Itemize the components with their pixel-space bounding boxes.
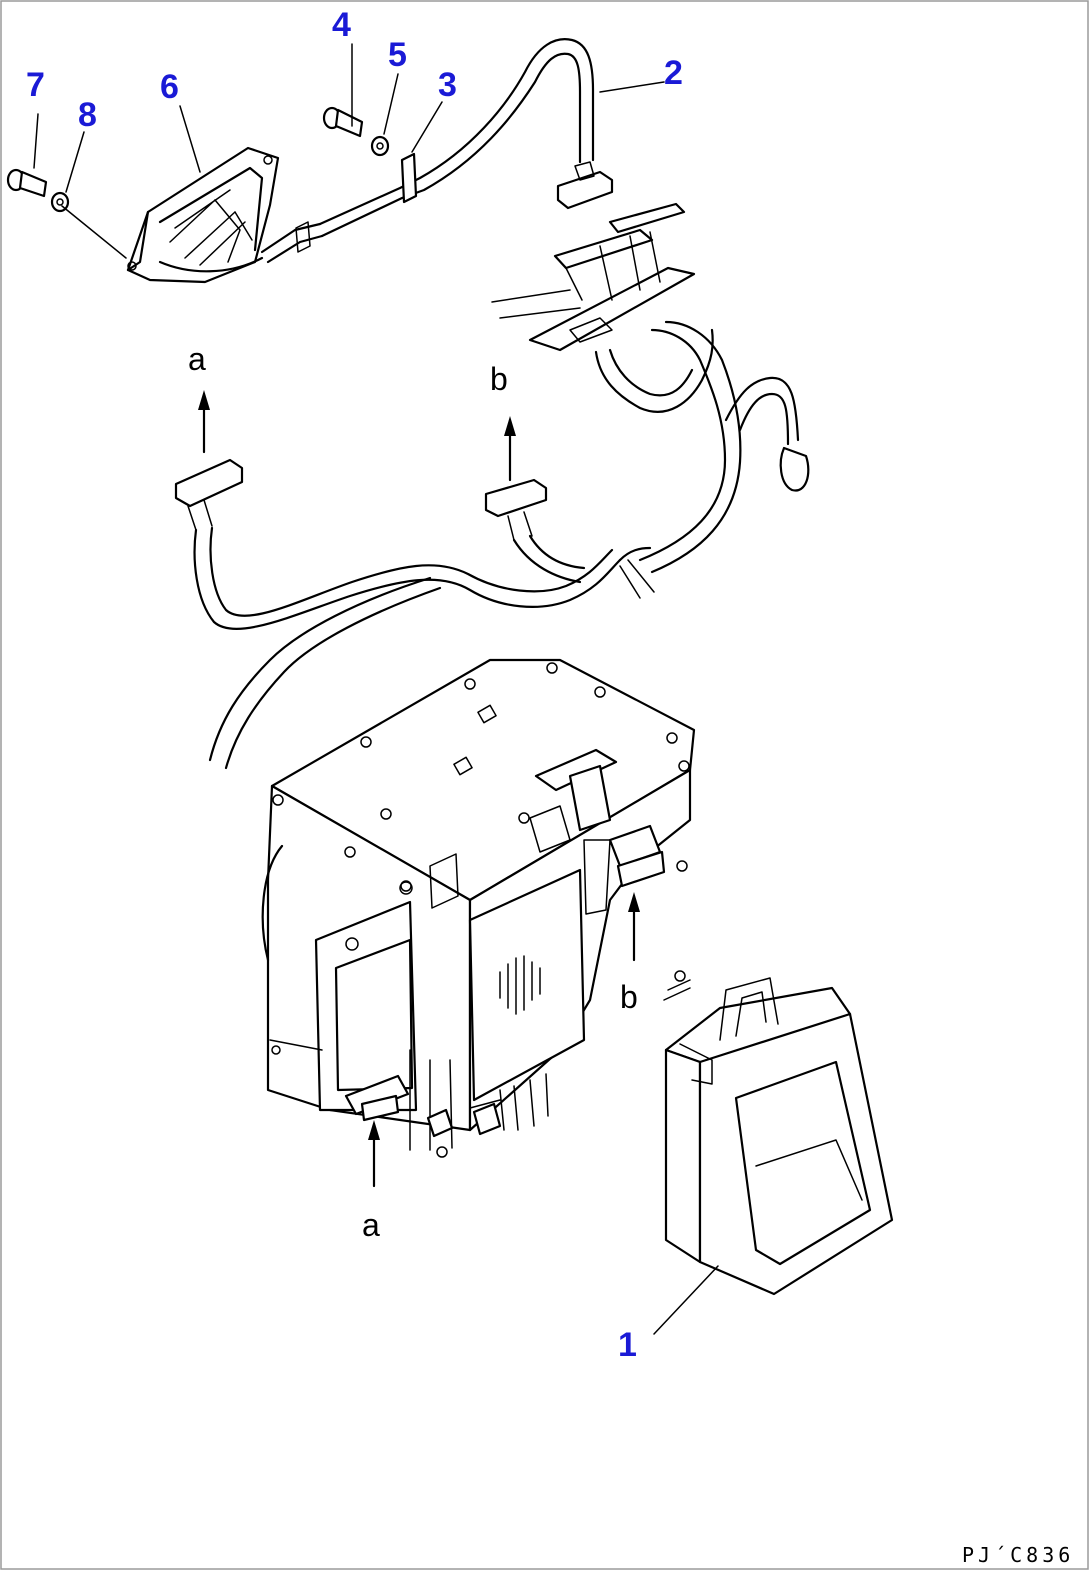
callout-2: 2 xyxy=(664,54,683,92)
connector-cluster xyxy=(491,202,810,599)
bolt-part-7 xyxy=(6,168,48,198)
callout-4: 4 xyxy=(332,6,351,44)
callout-6: 6 xyxy=(160,68,179,106)
duct-cover-part-1 xyxy=(664,977,894,1296)
connection-label-a-upper: a xyxy=(188,341,206,377)
switch-bracket-assembly xyxy=(126,146,324,284)
callout-1: 1 xyxy=(618,1326,637,1364)
connection-label-a-lower: a xyxy=(362,1207,380,1243)
middle-wire-harness xyxy=(174,458,652,770)
washer-part-8 xyxy=(50,191,70,213)
arrow-a-lower xyxy=(368,1120,380,1188)
callout-7: 7 xyxy=(26,66,45,104)
arrow-b-upper xyxy=(504,416,516,482)
callout-5: 5 xyxy=(388,36,407,74)
figure-code: PJ´C836 xyxy=(962,1543,1074,1567)
callout-3: 3 xyxy=(438,66,457,104)
connection-label-b-lower: b xyxy=(620,979,638,1015)
arrow-b-lower xyxy=(628,892,640,962)
arrow-a-upper xyxy=(198,390,210,454)
leader-lines xyxy=(33,43,719,1335)
connection-label-b-upper: b xyxy=(490,361,508,397)
bolt-part-4 xyxy=(322,106,364,138)
washer-part-5 xyxy=(370,135,390,157)
callout-8: 8 xyxy=(78,96,97,134)
heater-unit xyxy=(261,658,696,1158)
upper-wire-harness xyxy=(295,38,614,253)
